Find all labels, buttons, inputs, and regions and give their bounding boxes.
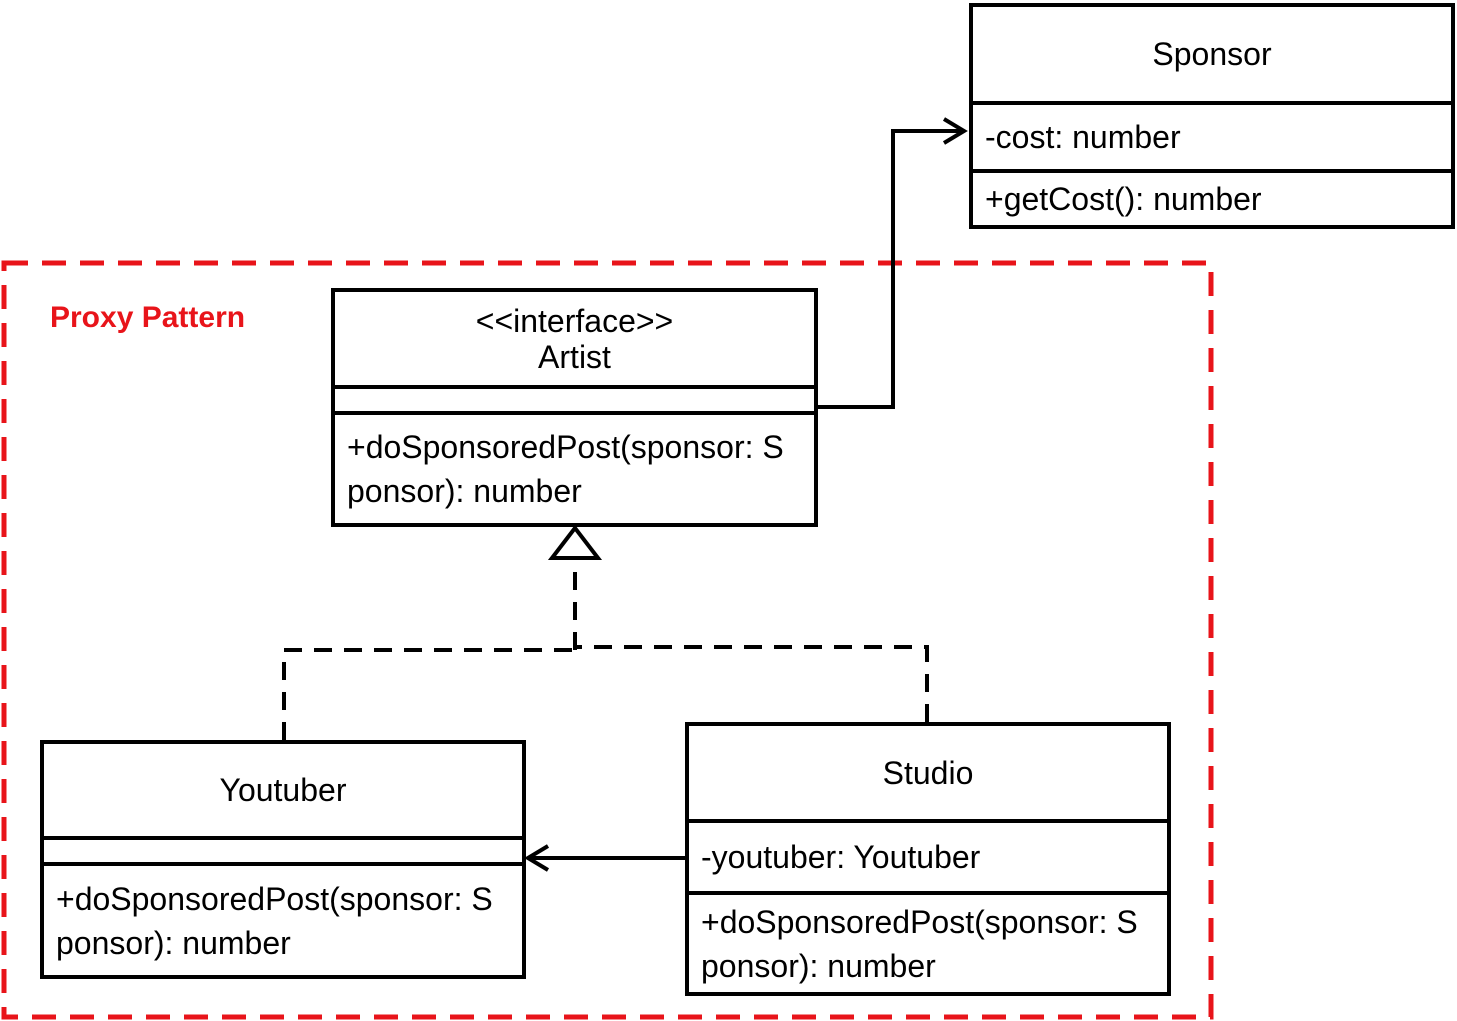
class-sponsor-attributes: -cost: number <box>973 101 1451 169</box>
class-youtuber-attributes <box>44 836 522 862</box>
class-sponsor-methods: +getCost(): number <box>973 169 1451 225</box>
realization-line-youtuber <box>282 648 575 740</box>
class-studio-name: Studio <box>882 754 974 791</box>
class-studio-methods: +doSponsoredPost(sponsor: S ponsor): num… <box>689 891 1167 992</box>
class-youtuber-name-compartment: Youtuber <box>44 744 522 836</box>
class-sponsor: Sponsor -cost: number +getCost(): number <box>969 3 1455 229</box>
arrowhead-youtuber <box>524 844 550 872</box>
interface-artist-methods: +doSponsoredPost(sponsor: S ponsor): num… <box>335 411 814 523</box>
class-studio: Studio -youtuber: Youtuber +doSponsoredP… <box>685 722 1171 996</box>
association-artist-sponsor <box>816 129 962 409</box>
interface-artist-name-compartment: <<interface>> Artist <box>335 292 814 385</box>
realization-triangle <box>547 524 603 560</box>
class-studio-name-compartment: Studio <box>689 726 1167 819</box>
method-dosponsoredpost-line1: +doSponsoredPost(sponsor: S <box>347 429 784 465</box>
interface-artist: <<interface>> Artist +doSponsoredPost(sp… <box>331 288 818 527</box>
class-sponsor-name: Sponsor <box>1152 36 1272 72</box>
method-dosponsoredpost-line2: ponsor): number <box>56 924 291 961</box>
method-dosponsoredpost-line1: +doSponsoredPost(sponsor: S <box>701 903 1138 940</box>
attribute-cost: -cost: number <box>985 119 1181 155</box>
class-sponsor-name-compartment: Sponsor <box>973 7 1451 101</box>
method-getcost: +getCost(): number <box>985 181 1262 217</box>
attribute-youtuber: -youtuber: Youtuber <box>701 839 981 875</box>
interface-artist-attributes <box>335 385 814 411</box>
method-dosponsoredpost-line2: ponsor): number <box>347 473 582 509</box>
arrowhead-sponsor <box>942 117 968 145</box>
interface-artist-name: Artist <box>538 338 611 375</box>
proxy-pattern-label: Proxy Pattern <box>50 301 246 334</box>
interface-stereotype: <<interface>> <box>475 302 674 339</box>
realization-line-studio <box>575 645 929 722</box>
class-studio-attributes: -youtuber: Youtuber <box>689 819 1167 891</box>
method-dosponsoredpost-line1: +doSponsoredPost(sponsor: S <box>56 880 493 917</box>
method-dosponsoredpost-line2: ponsor): number <box>701 947 936 984</box>
proxy-pattern-frame <box>1 260 1214 1020</box>
class-youtuber-name: Youtuber <box>219 772 347 808</box>
class-youtuber-methods: +doSponsoredPost(sponsor: S ponsor): num… <box>44 862 522 975</box>
class-youtuber: Youtuber +doSponsoredPost(sponsor: S pon… <box>40 740 526 979</box>
